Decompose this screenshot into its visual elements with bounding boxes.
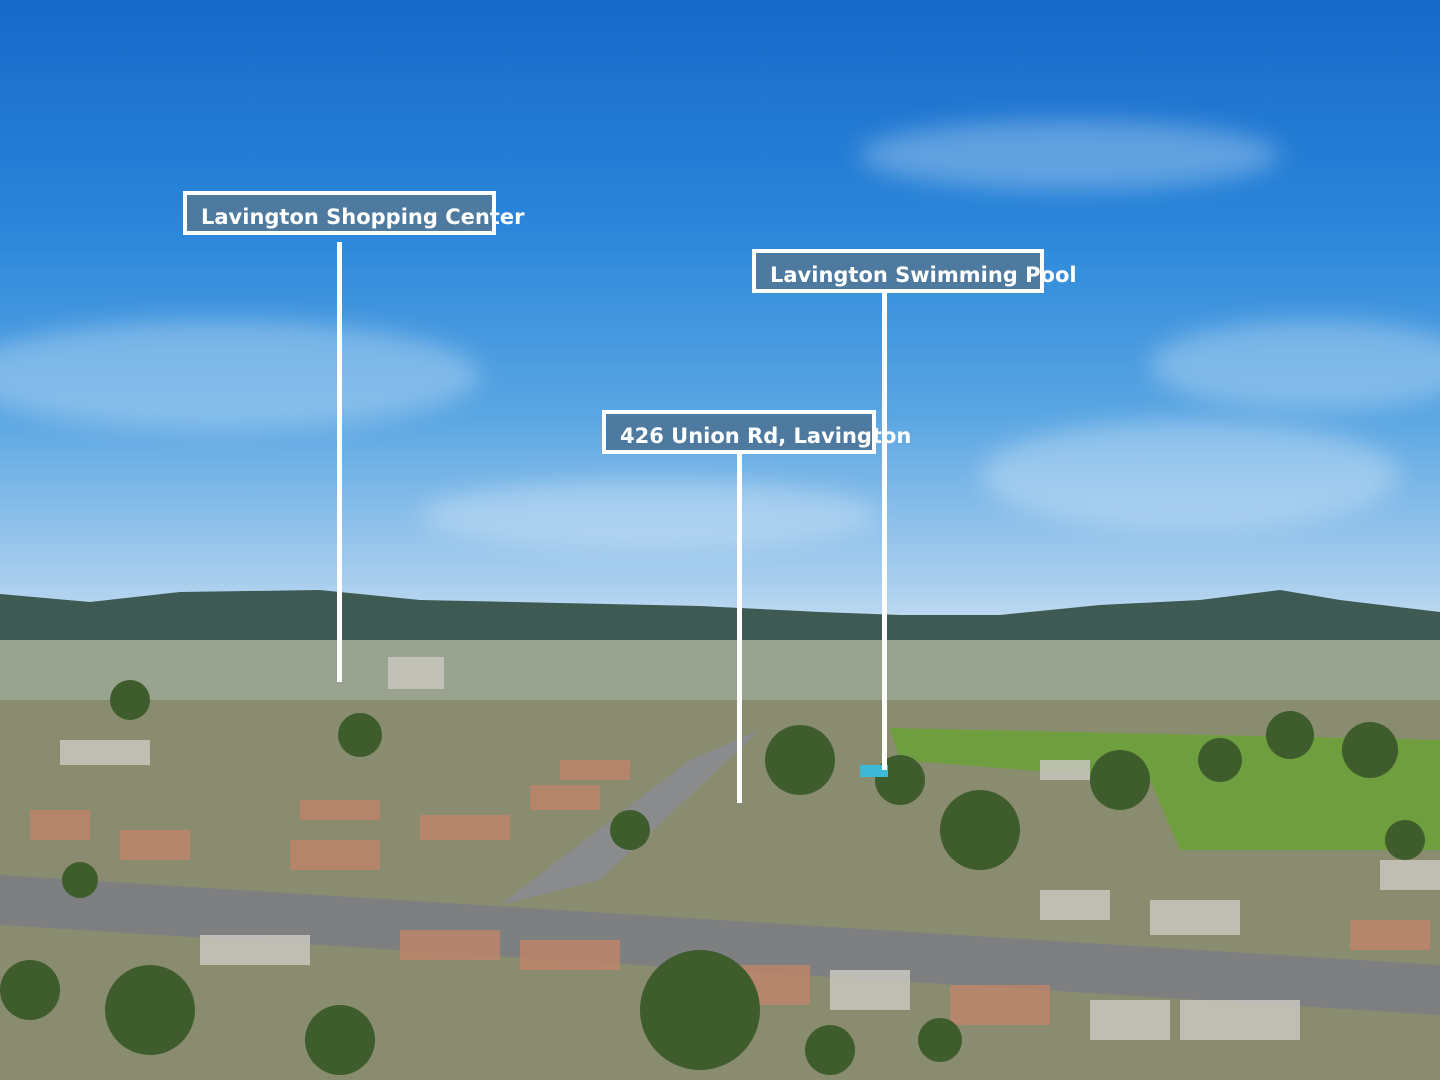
rooftops-light bbox=[60, 657, 1440, 1040]
shopping-center-pointer bbox=[337, 242, 342, 682]
cloud bbox=[0, 320, 480, 430]
hills bbox=[0, 590, 1440, 650]
cloud bbox=[980, 420, 1400, 530]
swimming-pool-label: Lavington Swimming Pool bbox=[752, 249, 1077, 293]
cloud bbox=[860, 120, 1280, 190]
property-label-text: 426 Union Rd, Lavington bbox=[620, 424, 912, 448]
sky bbox=[0, 0, 1440, 640]
shopping-center-label-text: Lavington Shopping Center bbox=[201, 205, 525, 229]
swimming-pool-pointer bbox=[882, 293, 887, 770]
main-road bbox=[0, 875, 1440, 1015]
property-pointer bbox=[737, 453, 742, 803]
shopping-center-label: Lavington Shopping Center bbox=[183, 191, 524, 235]
property-label: 426 Union Rd, Lavington bbox=[602, 410, 911, 454]
cloud bbox=[420, 480, 880, 550]
trees bbox=[0, 680, 1425, 1075]
pool bbox=[860, 765, 888, 777]
sports-field bbox=[890, 728, 1440, 850]
swimming-pool-label-text: Lavington Swimming Pool bbox=[770, 263, 1077, 287]
cloud bbox=[1150, 320, 1440, 410]
houses bbox=[30, 760, 1430, 1025]
